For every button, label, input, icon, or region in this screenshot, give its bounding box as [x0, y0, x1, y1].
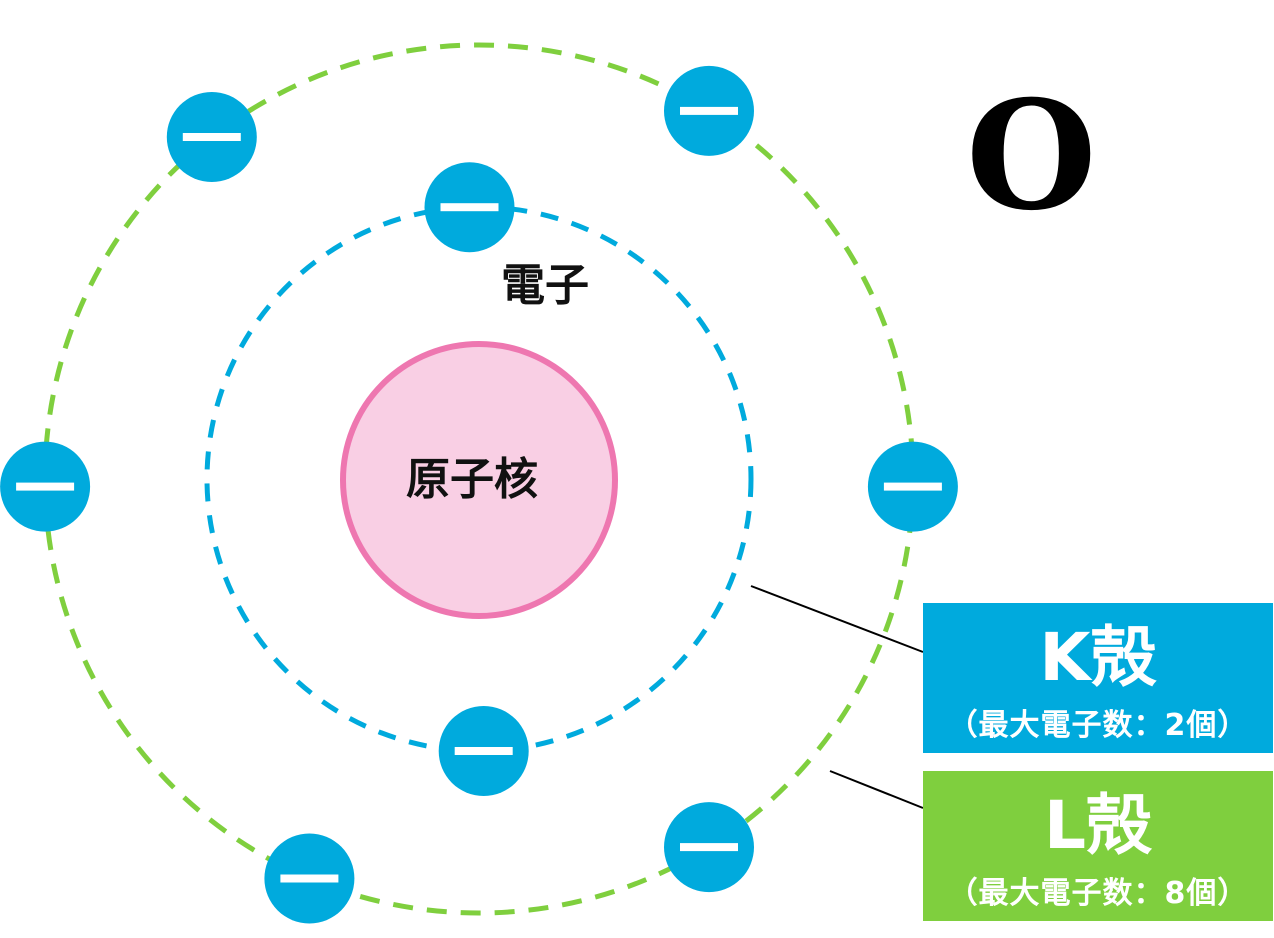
l-shell-electron [664, 802, 754, 893]
l-shell-name: L殻 [1043, 787, 1153, 864]
l-shell-electron [867, 441, 958, 532]
k-shell-name: K殻 [1039, 619, 1157, 696]
electron-label: 電子 [501, 260, 589, 311]
k-shell-capacity: （最大電子数：2個） [947, 708, 1249, 743]
k-shell-box: K殻 （最大電子数：2個） [923, 603, 1273, 753]
nucleus-label: 原子核 [406, 454, 538, 505]
minus-sign-icon [16, 482, 75, 491]
minus-sign-icon [182, 133, 241, 141]
l-shell-leader-line [829, 770, 924, 809]
minus-sign-icon [440, 203, 499, 212]
k-shell-electron [438, 706, 529, 796]
k-shell-leader-line [750, 585, 924, 653]
l-shell-electron [0, 441, 91, 532]
electron-group [0, 65, 958, 924]
l-shell-box: L殻 （最大電子数：8個） [923, 771, 1273, 921]
l-shell-electron [166, 92, 257, 182]
nucleus [340, 341, 618, 619]
minus-sign-icon [680, 843, 738, 852]
l-shell-electron [664, 65, 754, 156]
element-symbol: O [966, 68, 1097, 244]
minus-sign-icon [454, 747, 513, 755]
minus-sign-icon [680, 106, 738, 115]
minus-sign-icon [883, 482, 942, 491]
l-shell-electron [264, 833, 355, 924]
l-shell-capacity: （最大電子数：8個） [947, 876, 1249, 911]
k-shell-electron [424, 162, 515, 253]
minus-sign-icon [280, 874, 339, 883]
